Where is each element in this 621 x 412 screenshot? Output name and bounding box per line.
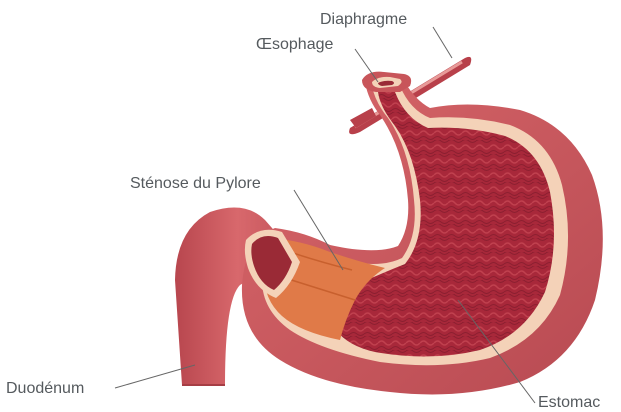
label-stomach: Estomac	[538, 394, 600, 412]
label-pyloric-stenosis: Sténose du Pylore	[130, 175, 261, 193]
label-duodenum: Duodénum	[6, 380, 84, 398]
label-esophagus: Œsophage	[256, 36, 333, 54]
stomach	[242, 72, 603, 395]
label-diaphragm: Diaphragme	[320, 11, 407, 29]
leader-line-diaphragm	[433, 27, 452, 58]
